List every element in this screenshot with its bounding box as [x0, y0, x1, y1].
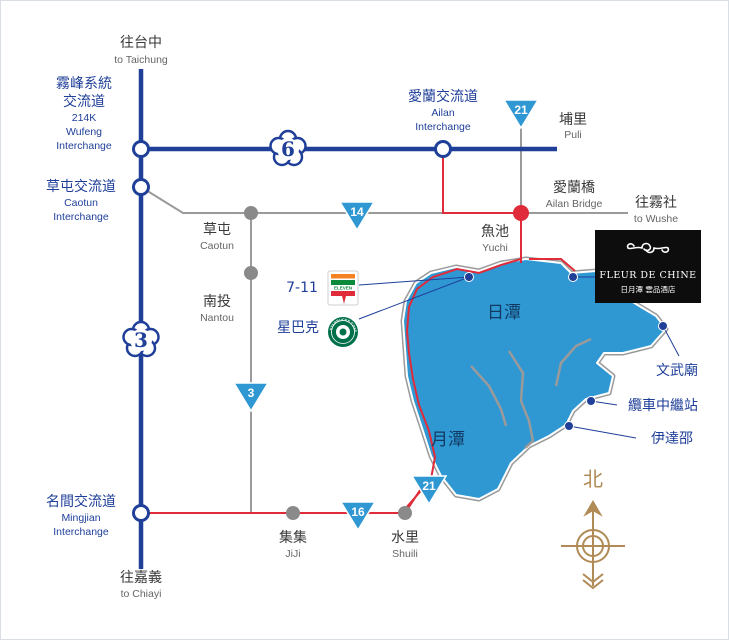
shuili-label: 水里 — [391, 530, 419, 546]
cloud-emblem-icon — [626, 242, 670, 254]
ailan-interchange-node — [434, 140, 452, 158]
puli-en: Puli — [564, 129, 582, 141]
yuchi-label: 魚池 — [481, 224, 509, 240]
yuchi-en: Yuchi — [482, 242, 508, 254]
north-label: 北 — [583, 467, 603, 491]
mingjian-interchange-node — [132, 504, 150, 522]
mingjian-interchange-en2: Interchange — [53, 526, 109, 538]
wenwu-temple-label: 文武廟 — [656, 362, 698, 379]
route-21-top-label: 21 — [514, 103, 528, 117]
seven-eleven-label: 7-11 — [286, 280, 318, 296]
hotel-fleur-de-chine: FLEUR DE CHINE 日月潭 雲品酒店 — [595, 230, 701, 303]
jiji-en: JiJi — [285, 548, 300, 560]
wufeng-interchange-en: Interchange — [56, 140, 112, 152]
route-6-shield: 6 — [269, 129, 307, 167]
lake-inlet-2 — [470, 365, 508, 427]
ailan-interchange-label: 愛蘭交流道 — [408, 88, 478, 105]
to-taichung-label: 往台中 — [120, 35, 162, 51]
shuili-node — [398, 506, 412, 520]
sun-lake-label: 日潭 — [487, 303, 521, 323]
wufeng-en: Wufeng — [66, 126, 102, 138]
lake-inlet-3 — [554, 337, 592, 387]
nantou-label: 南投 — [203, 294, 231, 310]
caotun-interchange-label: 草屯交流道 — [46, 178, 116, 195]
starbucks-label: 星巴克 — [277, 320, 319, 336]
hotel-subtitle: 日月潭 雲品酒店 — [621, 284, 676, 294]
ita-thao-label: 伊達邵 — [651, 431, 693, 447]
shuili-en: Shuili — [392, 548, 418, 560]
leader-wenwu — [662, 325, 680, 357]
poi-dot-cable — [586, 396, 596, 406]
poi-dot-hotel — [568, 272, 578, 282]
caotun-interchange-en2: Interchange — [53, 211, 109, 223]
lake-inlet-1 — [507, 350, 535, 449]
poi-leaders — [358, 276, 680, 439]
lakeshore-road-east — [529, 258, 576, 272]
wufeng-label-1: 霧峰系統 — [56, 76, 112, 92]
road-ailan-link — [442, 149, 521, 214]
compass-rose: 北 — [561, 467, 625, 590]
north-arrow-icon — [561, 500, 625, 590]
to-chiayi-en: to Chiayi — [121, 588, 162, 600]
route-16-label: 16 — [351, 505, 365, 519]
poi-dot-wenwu — [658, 321, 668, 331]
leader-711 — [358, 276, 470, 286]
poi-dot-711 — [464, 272, 474, 282]
route-3-shield-label: 3 — [134, 328, 148, 352]
wufeng-interchange-node — [132, 140, 150, 158]
ailan-bridge-label: 愛蘭橋 — [553, 180, 595, 196]
mingjian-interchange-label: 名間交流道 — [46, 493, 116, 510]
to-taichung-en: to Taichung — [114, 54, 168, 66]
route-3-shield: 3 — [122, 320, 160, 358]
jiji-label: 集集 — [279, 529, 307, 546]
interchanges — [132, 140, 452, 522]
caotun-node — [244, 206, 258, 220]
seven-eleven-logo: ELEVEN — [327, 270, 359, 306]
wufeng-km: 214K — [72, 112, 97, 124]
route-21-bottom-marker: 21 — [410, 475, 448, 506]
route-3-tri-label: 3 — [248, 386, 255, 400]
ailan-interchange-en: Ailan — [431, 107, 455, 119]
nantou-node — [244, 266, 258, 280]
to-wushe-label: 往霧社 — [635, 195, 677, 211]
route-6-label: 6 — [281, 137, 295, 161]
route-21-top-marker: 21 — [502, 99, 540, 130]
route-21-bottom-label: 21 — [422, 479, 436, 493]
moon-lake-label: 月潭 — [431, 430, 465, 450]
yuchi-node — [513, 205, 529, 221]
wufeng-label-2: 交流道 — [63, 93, 105, 110]
mingjian-interchange-en: Mingjian — [61, 512, 100, 524]
poi-dots — [464, 272, 668, 431]
caotun-label: 草屯 — [203, 222, 231, 238]
starbucks-logo: STARBUCKS COFFEE — [328, 317, 358, 347]
caotun-interchange-en: Caotun — [64, 197, 98, 209]
route-16-marker: 16 — [339, 501, 377, 532]
route-3-marker: 3 — [232, 382, 270, 413]
lakeshore-road — [404, 258, 522, 510]
caotun-en: Caotun — [200, 240, 234, 252]
caotun-interchange-node — [132, 178, 150, 196]
route-14-label: 14 — [350, 205, 364, 219]
seven-eleven-logo-text: ELEVEN — [334, 286, 352, 291]
hotel-name: FLEUR DE CHINE — [599, 270, 696, 281]
nantou-en: Nantou — [200, 312, 234, 324]
to-wushe-en: to Wushe — [634, 213, 678, 225]
puli-label: 埔里 — [559, 112, 587, 128]
leader-starbucks — [358, 276, 470, 320]
ailan-interchange-en2: Interchange — [415, 121, 471, 133]
route-14-marker: 14 — [338, 201, 376, 232]
to-chiayi-label: 往嘉義 — [120, 569, 162, 586]
jiji-node — [286, 506, 300, 520]
cable-car-station-label: 纜車中繼站 — [628, 397, 698, 414]
ailan-bridge-en: Ailan Bridge — [546, 198, 603, 210]
poi-dot-ita — [564, 421, 574, 431]
leader-ita — [568, 425, 637, 439]
towns — [244, 205, 529, 520]
